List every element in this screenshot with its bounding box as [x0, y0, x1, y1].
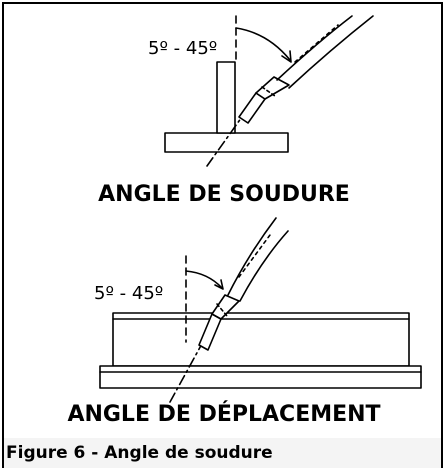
bottom-weld-diagram [99, 217, 422, 403]
bottom-diagram-title: ANGLE DE DÉPLACEMENT [67, 402, 381, 427]
bottom-torch-cable [227, 217, 277, 296]
top-base-plate [164, 132, 289, 153]
bottom-torch-axis-line [169, 319, 216, 403]
top-angle-label: 5º - 45º [148, 38, 218, 59]
top-angle-arc [235, 27, 291, 61]
top-vertical-plate [216, 61, 236, 134]
bottom-base-plate [99, 365, 422, 389]
bottom-angle-label: 5º - 45º [94, 283, 164, 304]
top-angle-arrowhead [281, 50, 292, 63]
bottom-torch-cable [239, 230, 289, 302]
top-torch-axis-line [206, 113, 245, 167]
bottom-block [112, 312, 410, 367]
bottom-torch-nozzle [198, 294, 240, 351]
bottom-angle-arc [185, 270, 223, 289]
top-diagram-title: ANGLE DE SOUDURE [98, 182, 350, 207]
top-torch-nozzle [238, 76, 290, 124]
figure-caption: Figure 6 - Angle de soudure [4, 438, 441, 468]
top-weld-diagram [164, 15, 374, 167]
top-torch-cable [288, 15, 374, 89]
bottom-angle-arrowhead [214, 279, 224, 290]
top-torch-cable [276, 15, 353, 81]
